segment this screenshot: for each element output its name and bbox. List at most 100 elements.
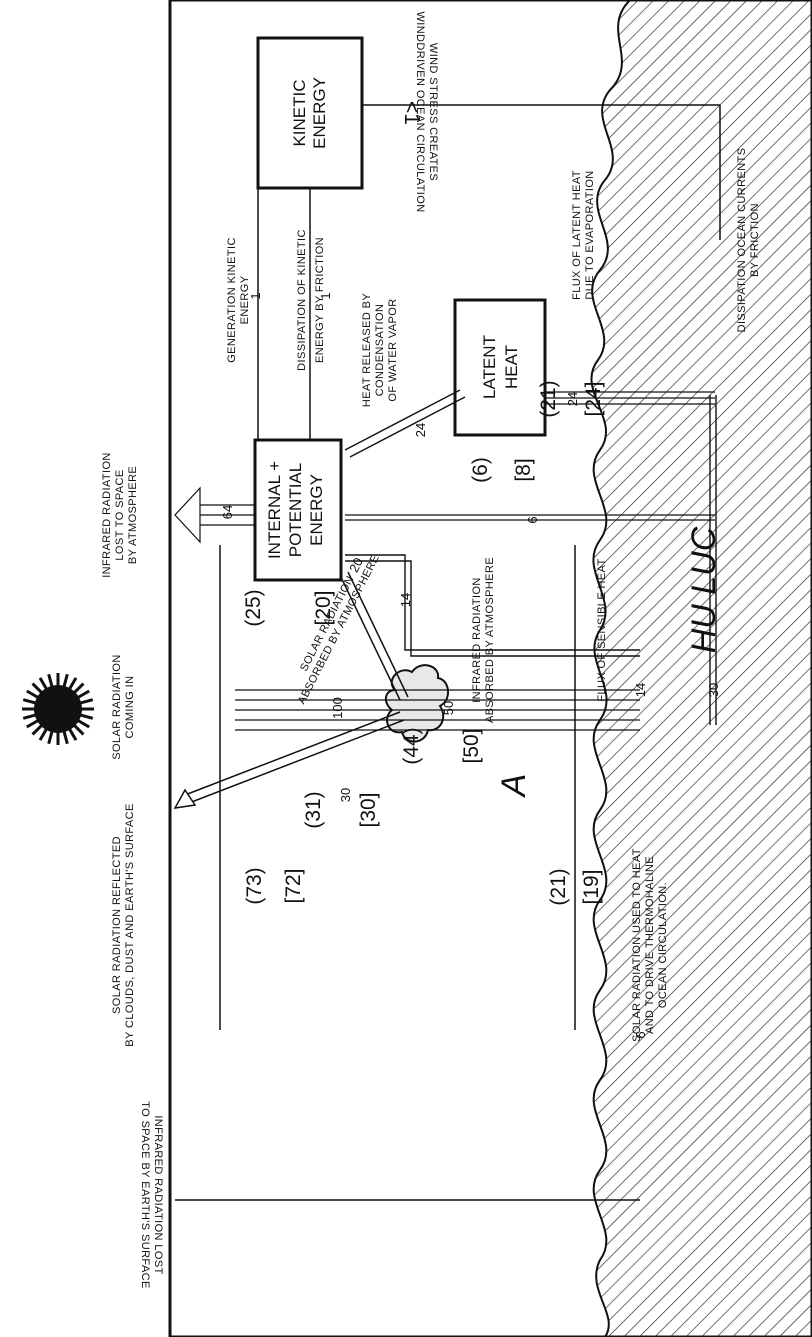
ir-atmosphere-out-arrow [175, 488, 255, 542]
kinetic-box-line2: ENERGY [310, 77, 329, 149]
label-thermohaline-line: OCEAN CIRCULATION. [657, 882, 669, 1008]
value-sensible-paren-line: (6) [469, 457, 492, 483]
value-reflect-paren-line: (31) [302, 791, 325, 828]
value-diss-1: 1 [318, 292, 333, 299]
value-reflect-bracket: [30] [357, 792, 380, 827]
value-ocean-30-line: 30 [706, 683, 721, 697]
sun-ray [33, 684, 44, 695]
label-flux-latent-line: FLUX OF LATENT HEAT [571, 170, 583, 300]
label-generation-ke-line: GENERATION KINETIC [226, 237, 238, 363]
value-latent-paren-line: (21) [537, 380, 560, 417]
label-ir-absorbed-line: INFRARED RADIATION [471, 577, 483, 703]
value-ir-abs-14b-line: 14 [633, 683, 648, 697]
label-flux-sensible-line: FLUX OF SENSIBLE HEAT [596, 558, 608, 701]
label-ir-lost-atmosphere-line: INFRARED RADIATION [101, 452, 113, 578]
value-gen-1: 1 [248, 292, 263, 299]
label-heat-condensation-line: OF WATER VAPOR [387, 298, 399, 401]
value-surface-50: 50 [441, 701, 456, 715]
internal-box-line2: POTENTIAL [286, 463, 305, 557]
value-gen-1-line: 1 [248, 292, 263, 299]
value-ir-abs-14: 14 [398, 593, 413, 607]
label-flux-sensible: FLUX OF SENSIBLE HEAT [596, 558, 608, 701]
sun-ray [72, 723, 83, 734]
value-ir-atm-64: 64 [220, 505, 235, 519]
latent-box-line1: LATENT [480, 335, 499, 399]
label-dissipation-ke-line: DISSIPATION OF KINETIC [296, 229, 308, 371]
value-diss-1-line: 1 [318, 292, 333, 299]
value-sensible-bracket: [8] [512, 458, 535, 481]
value-total-paren: (73) [243, 867, 266, 904]
sun-icon [22, 673, 94, 745]
value-surface-paren: (44) [400, 727, 423, 764]
value-ir-surf-6: 6 [633, 1031, 648, 1038]
value-reflect-30: 30 [338, 788, 353, 802]
latent-box-line2: HEAT [502, 345, 521, 389]
value-surface-bracket-line: [50] [460, 728, 483, 763]
value-total-paren-line: (73) [243, 867, 266, 904]
value-internal-paren-line: (25) [242, 589, 265, 626]
ocean-region [591, 0, 812, 1337]
value-latent-bracket: [24] [582, 381, 605, 416]
latent-heat-box [455, 300, 545, 435]
value-latent-bracket-line: [24] [582, 381, 605, 416]
value-kinetic-lt1: <1 [400, 101, 423, 125]
value-ir-surf-paren: (21) [547, 868, 570, 905]
value-ir-abs-14-line: 14 [398, 593, 413, 607]
value-surface-50-line: 50 [441, 701, 456, 715]
value-sensible-6: 6 [525, 516, 540, 523]
label-solar-in-line: SOLAR RADIATION [111, 654, 123, 759]
value-latent-24a: 24 [413, 423, 428, 437]
label-wind-stress-line: WIND STRESS CREATES [427, 43, 439, 181]
value-ir-surf-paren-line: (21) [547, 868, 570, 905]
value-latent-24b: 24 [565, 392, 580, 406]
value-internal-bracket-line: [20] [312, 590, 335, 625]
value-latent-paren: (21) [537, 380, 560, 417]
value-internal-paren: (25) [242, 589, 265, 626]
label-ir-lost-atmosphere-line: LOST TO SPACE [114, 469, 126, 560]
value-ir-surf-6-line: 6 [633, 1031, 648, 1038]
label-solar-in-line: COMING IN [124, 676, 136, 739]
value-reflect-30-line: 30 [338, 788, 353, 802]
label-ir-lost-surface: INFRARED RADIATION LOSTTO SPACE BY EARTH… [139, 1101, 164, 1289]
label-solar-reflected-line: BY CLOUDS, DUST AND EARTH'S SURFACE [124, 803, 136, 1047]
value-kinetic-lt1-line: <1 [400, 101, 423, 125]
label-thermohaline-line: AND TO DRIVE THERMOHALINE [644, 856, 656, 1034]
label-ir-lost-surface-line: INFRARED RADIATION LOST [152, 1115, 164, 1274]
value-sensible-bracket-line: [8] [512, 458, 535, 481]
label-ir-lost-atmosphere: INFRARED RADIATIONLOST TO SPACEBY ATMOSP… [101, 452, 139, 578]
internal-box-line1: INTERNAL + [265, 461, 284, 559]
value-sensible-paren: (6) [469, 457, 492, 483]
value-sensible-6-line: 6 [525, 516, 540, 523]
ocean-signature: HU LUC [685, 526, 723, 653]
value-latent-24a-line: 24 [413, 423, 428, 437]
value-surface-bracket: [50] [460, 728, 483, 763]
value-ir-atm-64-line: 64 [220, 505, 235, 519]
label-ir-lost-surface-line: TO SPACE BY EARTH'S SURFACE [139, 1101, 151, 1289]
value-ir-surf-bracket-line: [19] [580, 869, 603, 904]
label-heat-condensation-line: CONDENSATION [374, 304, 386, 397]
kinetic-box-line1: KINETIC [290, 79, 309, 146]
label-flux-latent-line: DUE TO EVAPORATION [584, 170, 596, 299]
label-thermohaline-line: SOLAR RADIATION USED TO HEAT [631, 848, 643, 1042]
label-dissipation-ocean-line: BY FRICTION [749, 203, 761, 277]
value-latent-24b-line: 24 [565, 392, 580, 406]
label-ir-absorbed-line: ABSORBED BY ATMOSPHERE [484, 557, 496, 723]
sun-ray [33, 723, 44, 734]
value-ir-abs-14b: 14 [633, 683, 648, 697]
internal-box-line3: ENERGY [307, 474, 326, 546]
value-ocean-30: 30 [706, 683, 721, 697]
value-total-bracket: [72] [282, 868, 305, 903]
sun-ray [72, 684, 83, 695]
value-ir-surf-bracket: [19] [580, 869, 603, 904]
value-reflect-paren: (31) [302, 791, 325, 828]
label-heat-condensation-line: HEAT RELEASED BY [361, 293, 373, 407]
label-dissipation-ocean-line: DISSIPATION OCEAN CURRENTS [736, 148, 748, 333]
label-ir-lost-atmosphere-line: BY ATMOSPHERE [127, 466, 139, 564]
label-solar-reflected-line: SOLAR RADIATION REFLECTED [111, 836, 123, 1014]
value-solar-100-line: 100 [330, 697, 345, 719]
